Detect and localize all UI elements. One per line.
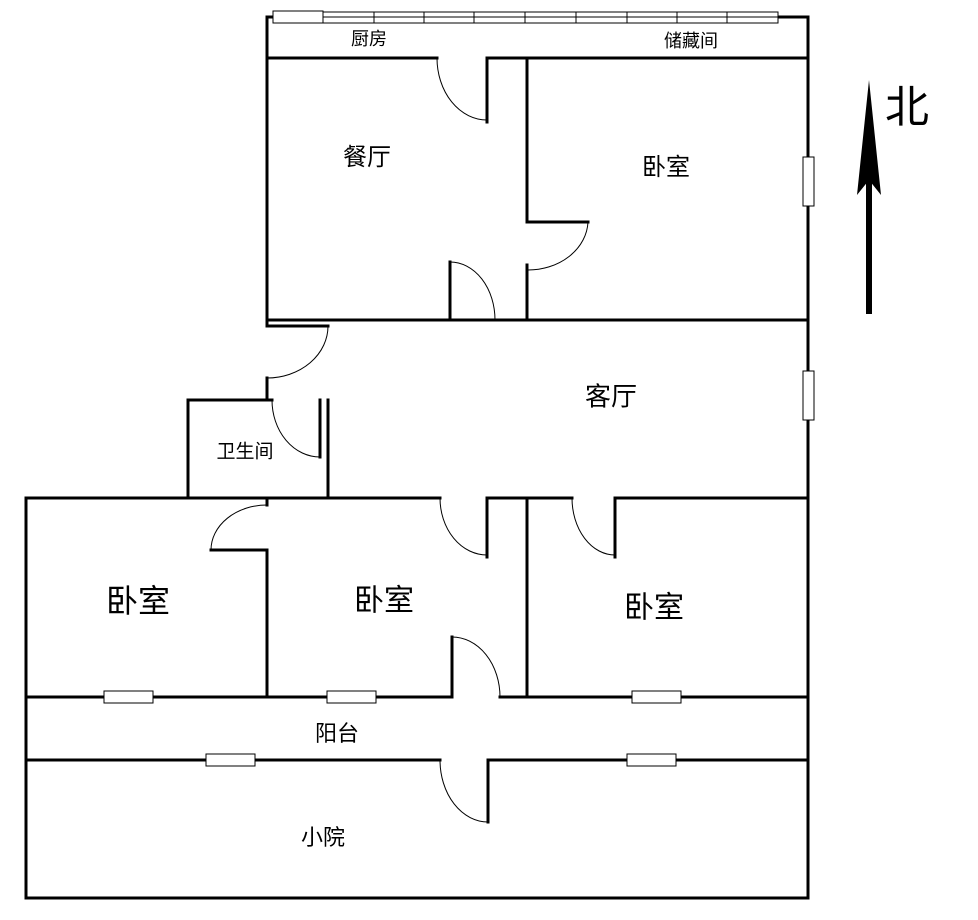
room-label-living: 客厅 [585,383,637,413]
room-label-bedroom-ne: 卧室 [642,153,690,181]
room-label-yard: 小院 [301,826,345,851]
room-label-bedroom-se: 卧室 [624,591,684,626]
room-labels: 厨房 储藏间 餐厅 卧室 客厅 卫生间 卧室 卧室 卧室 阳台 小院 [106,29,718,851]
room-label-kitchen: 厨房 [351,29,387,50]
north-label: 北 [885,82,929,133]
room-label-balcony: 阳台 [315,722,359,747]
door-swings [210,57,616,823]
room-label-storage: 储藏间 [664,31,718,52]
room-label-dining: 餐厅 [343,143,391,171]
windows [103,10,815,767]
room-label-bathroom: 卫生间 [216,441,273,463]
walls [24,15,810,900]
room-label-bedroom-sw: 卧室 [106,582,170,620]
arrow-up-icon [857,80,881,195]
north-arrow: 北 [857,80,929,314]
room-label-bedroom-s: 卧室 [354,584,414,619]
